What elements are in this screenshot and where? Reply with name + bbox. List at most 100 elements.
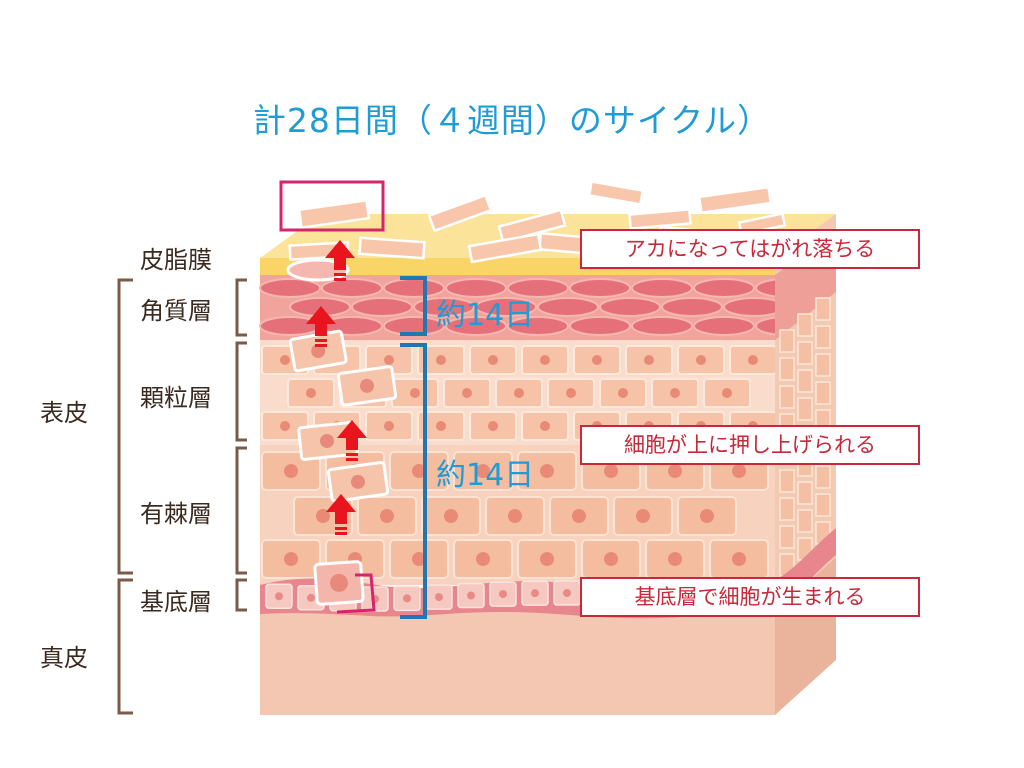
label-spinous: 有棘層 bbox=[140, 500, 212, 528]
bracket-basal bbox=[235, 578, 247, 612]
up-arrow-icon bbox=[306, 306, 336, 347]
cell-nucleus bbox=[670, 388, 680, 398]
cell-nucleus bbox=[275, 592, 283, 601]
cell-nucleus bbox=[618, 388, 628, 398]
bracket-lower-14days bbox=[400, 343, 427, 619]
cell-nucleus bbox=[436, 421, 446, 431]
cell-nucleus bbox=[636, 509, 650, 523]
cell-nucleus bbox=[540, 552, 554, 566]
cell-nucleus bbox=[280, 355, 290, 365]
side-cell bbox=[797, 397, 813, 421]
cell-nucleus bbox=[592, 355, 602, 365]
up-arrow-icon bbox=[337, 420, 367, 461]
corneum-cell bbox=[383, 278, 445, 298]
cell-nucleus bbox=[462, 388, 472, 398]
cell-nucleus bbox=[700, 509, 714, 523]
cell-nucleus bbox=[748, 355, 758, 365]
cell-nucleus bbox=[566, 388, 576, 398]
shed-cell-highlight bbox=[279, 180, 385, 232]
cell-nucleus bbox=[384, 355, 394, 365]
bracket-dermis bbox=[117, 578, 133, 715]
corneum-cell bbox=[537, 297, 599, 317]
side-cell bbox=[815, 493, 831, 517]
cell-nucleus bbox=[284, 464, 298, 478]
corneum-cell bbox=[661, 297, 723, 317]
cell-nucleus bbox=[436, 355, 446, 365]
cell-nucleus bbox=[467, 591, 475, 600]
side-cell bbox=[815, 325, 831, 349]
cell-nucleus bbox=[435, 593, 443, 602]
cell-nucleus bbox=[488, 355, 498, 365]
bracket-upper-14days bbox=[400, 276, 427, 336]
cell-nucleus bbox=[476, 552, 490, 566]
cell-nucleus bbox=[508, 509, 522, 523]
cell-nucleus bbox=[696, 355, 706, 365]
bracket-corneum bbox=[235, 278, 247, 337]
side-cell bbox=[779, 385, 795, 409]
side-cell bbox=[797, 341, 813, 365]
label-dermis: 真皮 bbox=[40, 644, 88, 672]
corneum-cell bbox=[475, 297, 537, 317]
side-cell bbox=[797, 369, 813, 393]
cell-nucleus bbox=[531, 589, 539, 598]
cell-nucleus bbox=[572, 509, 586, 523]
cell-nucleus bbox=[732, 464, 746, 478]
callout-born: 基底層で細胞が生まれる bbox=[580, 577, 920, 617]
cell-nucleus bbox=[476, 464, 490, 478]
flake bbox=[358, 236, 426, 260]
cell-nucleus bbox=[540, 421, 550, 431]
cell-nucleus bbox=[514, 388, 524, 398]
cell-nucleus bbox=[499, 590, 507, 599]
cell-nucleus bbox=[403, 594, 411, 603]
side-cell bbox=[815, 381, 831, 405]
corneum-cell bbox=[321, 278, 383, 298]
flake bbox=[467, 232, 543, 264]
corneum-cell bbox=[507, 278, 569, 298]
flake bbox=[297, 198, 371, 230]
cell-nucleus bbox=[412, 464, 426, 478]
corneum-cell bbox=[693, 278, 755, 298]
cell-nucleus bbox=[668, 552, 682, 566]
basal-cell-highlight bbox=[336, 573, 376, 614]
side-cell bbox=[815, 297, 831, 321]
side-cell bbox=[779, 357, 795, 381]
cell-nucleus bbox=[540, 355, 550, 365]
cell-nucleus bbox=[563, 589, 571, 598]
cell-nucleus bbox=[444, 509, 458, 523]
cell-nucleus bbox=[280, 421, 290, 431]
side-cell bbox=[815, 465, 831, 489]
flake bbox=[697, 185, 773, 215]
cell-nucleus bbox=[644, 355, 654, 365]
cell-nucleus bbox=[284, 552, 298, 566]
callout-shed: アカになってはがれ落ちる bbox=[580, 229, 920, 269]
corneum-cell bbox=[599, 297, 661, 317]
corneum-cell bbox=[445, 316, 507, 336]
cell-nucleus bbox=[306, 388, 316, 398]
cell-nucleus bbox=[316, 509, 330, 523]
corneum-cell bbox=[259, 278, 321, 298]
label-stratum-corneum: 角質層 bbox=[140, 297, 212, 325]
cell-nucleus bbox=[540, 464, 554, 478]
corneum-cell bbox=[413, 297, 475, 317]
corneum-cell bbox=[693, 316, 755, 336]
corneum-cell bbox=[631, 278, 693, 298]
side-cell bbox=[815, 353, 831, 377]
corneum-cell bbox=[569, 278, 631, 298]
up-arrow-icon bbox=[325, 240, 355, 281]
corneum-cell bbox=[445, 278, 507, 298]
page-title: 計28日間（４週間）のサイクル） bbox=[252, 101, 772, 140]
corneum-cell bbox=[631, 316, 693, 336]
cell-nucleus bbox=[732, 552, 746, 566]
cell-nucleus bbox=[604, 464, 618, 478]
side-cell bbox=[779, 497, 795, 521]
label-basal: 基底層 bbox=[140, 588, 212, 616]
duration-lower: 約14日 bbox=[436, 458, 535, 493]
cell-nucleus bbox=[410, 388, 420, 398]
label-sebum: 皮脂膜 bbox=[140, 246, 212, 274]
bracket-spinous bbox=[235, 446, 247, 575]
label-granular: 顆粒層 bbox=[140, 384, 212, 412]
cell-nucleus bbox=[604, 552, 618, 566]
side-cell bbox=[797, 313, 813, 337]
